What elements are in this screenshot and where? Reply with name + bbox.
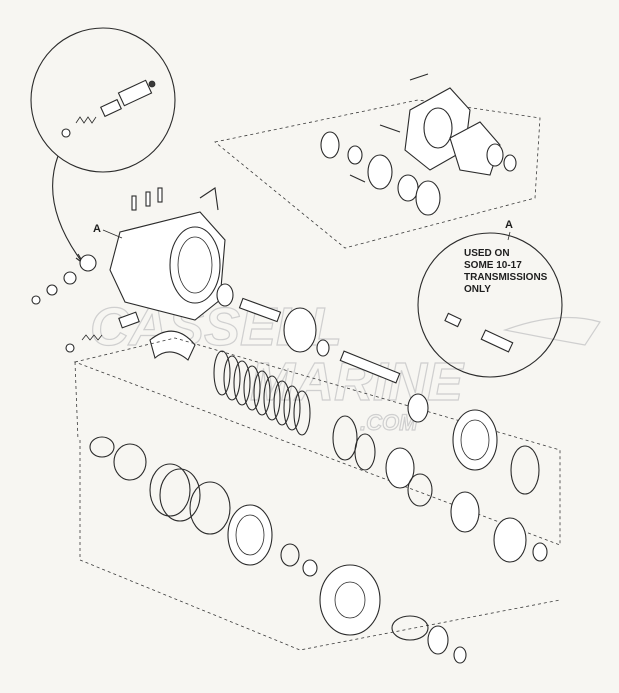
pump-gear bbox=[367, 154, 393, 190]
snap-ring-2 bbox=[354, 433, 376, 471]
clutch-outline bbox=[73, 337, 561, 546]
pump-ring bbox=[397, 174, 419, 202]
spring-pack-2 bbox=[159, 468, 201, 522]
transmission-case: A bbox=[31, 187, 226, 321]
shaft-body bbox=[339, 350, 401, 384]
clutch-drum-inner bbox=[460, 419, 490, 461]
clutch-drum bbox=[452, 409, 498, 471]
piston-inner bbox=[235, 514, 265, 556]
clutch-plate-1 bbox=[213, 350, 231, 396]
reverse-housing-bore bbox=[334, 581, 366, 619]
inset-label: A bbox=[505, 219, 513, 231]
clutch-plate-3 bbox=[233, 360, 251, 406]
snap-ring-1 bbox=[332, 415, 358, 461]
stack-ring-1 bbox=[407, 473, 433, 507]
snap-ring-3 bbox=[510, 445, 540, 495]
clutch-assembly bbox=[73, 337, 561, 546]
inset-note-1: USED ON bbox=[464, 248, 510, 259]
case-bolt-3 bbox=[157, 187, 163, 203]
seal-ring bbox=[391, 615, 429, 641]
stack-gear bbox=[493, 517, 527, 563]
inset-label-leader bbox=[507, 231, 511, 241]
callout-a: A bbox=[93, 223, 101, 235]
magnifier-circle bbox=[30, 27, 176, 173]
valve-spool bbox=[117, 79, 153, 107]
inset-note-4: ONLY bbox=[464, 284, 491, 295]
clutch-plate-7 bbox=[273, 380, 291, 426]
watermark-boat-icon bbox=[502, 316, 601, 346]
input-shaft bbox=[216, 283, 429, 423]
stack-washer bbox=[532, 542, 548, 562]
pump-seal bbox=[486, 143, 504, 167]
snap-ring-4 bbox=[113, 443, 147, 481]
left-small-parts bbox=[65, 311, 196, 361]
valve-washer bbox=[61, 128, 71, 138]
right-stack bbox=[407, 473, 548, 563]
clutch-plate-4 bbox=[243, 365, 261, 411]
watermark: CASSELL MARINE .COM bbox=[89, 296, 601, 436]
clutch-plate-5 bbox=[253, 370, 271, 416]
pin-1 bbox=[118, 311, 140, 329]
clutch-plates bbox=[213, 350, 311, 436]
bushing bbox=[302, 559, 318, 577]
case-bolt-2 bbox=[145, 191, 151, 207]
valve-sleeve bbox=[99, 98, 123, 118]
pump-hub bbox=[320, 131, 340, 159]
inset-circle bbox=[417, 232, 563, 378]
hub-spline bbox=[385, 447, 415, 489]
spring-1 bbox=[81, 334, 103, 341]
spring-pack-1 bbox=[149, 463, 191, 517]
shift-fork bbox=[149, 330, 196, 361]
pump-bolt-3 bbox=[349, 174, 366, 183]
case-plug bbox=[79, 254, 97, 272]
clutch-plate-6 bbox=[263, 375, 281, 421]
clutch-plate-2 bbox=[223, 355, 241, 401]
retainer-ring bbox=[89, 436, 115, 458]
valve-detail-magnifier bbox=[30, 27, 176, 265]
piston bbox=[227, 504, 273, 566]
case-bolt-1 bbox=[131, 195, 137, 211]
valve-ball bbox=[148, 80, 156, 88]
inset-note-3: TRANSMISSIONS bbox=[464, 272, 548, 283]
pump-bearing bbox=[347, 145, 363, 165]
output-nut bbox=[453, 646, 467, 664]
inset-detail: A USED ON SOME 10-17 TRANSMISSIONS ONLY bbox=[417, 219, 563, 378]
pump-bore bbox=[423, 107, 453, 149]
shaft-spline bbox=[238, 297, 282, 323]
piston-ring bbox=[189, 481, 231, 535]
case-bore bbox=[169, 226, 221, 304]
shaft-bearing bbox=[316, 339, 330, 357]
pump-assembly bbox=[214, 73, 541, 249]
clutch-plate-8 bbox=[283, 385, 301, 431]
pump-bolt-1 bbox=[409, 73, 429, 81]
callout-a-leader bbox=[102, 229, 123, 239]
clutch-plate-9 bbox=[293, 390, 311, 436]
pump-washer bbox=[503, 154, 517, 172]
inset-plug bbox=[444, 312, 462, 328]
pump-bolt-2 bbox=[379, 124, 401, 133]
piston-outline bbox=[79, 440, 561, 651]
valve-spring bbox=[75, 116, 97, 124]
pump-plate bbox=[415, 180, 441, 216]
shaft-gear bbox=[407, 393, 429, 423]
output-flange bbox=[427, 625, 449, 655]
case-bore-inner bbox=[177, 236, 213, 294]
o-ring bbox=[280, 543, 300, 567]
clutch-outline-left bbox=[74, 361, 79, 441]
case-nut bbox=[31, 295, 41, 305]
inset-note-2: SOME 10-17 bbox=[464, 260, 522, 271]
shift-lever bbox=[199, 187, 219, 211]
reverse-housing bbox=[319, 564, 381, 636]
inset-pin bbox=[480, 329, 514, 353]
magnifier-leader bbox=[52, 155, 83, 263]
shaft-hub bbox=[283, 307, 317, 353]
stack-bearing bbox=[450, 491, 480, 533]
case-washer bbox=[46, 284, 58, 296]
shaft-ring bbox=[216, 283, 234, 307]
detent-ball bbox=[65, 343, 75, 353]
case-seal bbox=[63, 271, 77, 285]
piston-assembly bbox=[79, 436, 561, 664]
